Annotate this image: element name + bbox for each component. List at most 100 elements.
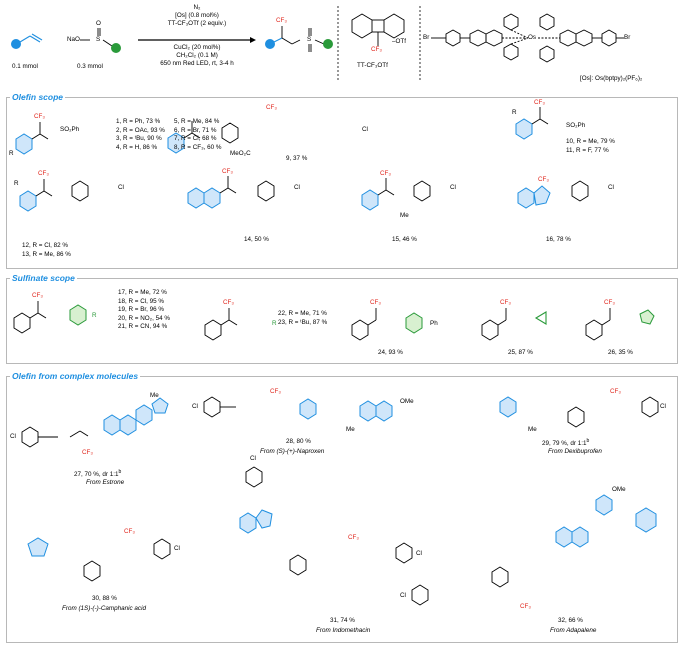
cl-16: Cl	[608, 184, 614, 191]
cl-31: Cl	[250, 455, 256, 462]
cf3-26: CF₃	[604, 299, 615, 306]
cf3-30: CF₃	[124, 528, 135, 535]
r-1: R	[9, 150, 14, 157]
sulfinate-reactant	[80, 28, 121, 53]
conditions-top: N₂ [Os] (0.8 mol%) TT-CF₃OTf (2 equiv.)	[167, 4, 227, 27]
sulfinate-structures	[13, 301, 655, 341]
reagent-label: TT-CF₃OTf	[357, 62, 388, 69]
sulfinate-s: S	[96, 36, 101, 43]
me-28: Me	[346, 426, 355, 433]
cf3-25: CF₃	[500, 299, 511, 306]
cl-30: Cl	[174, 545, 180, 552]
source-32: From Adapalene	[550, 627, 597, 634]
so2ph-1: SO₂Ph	[60, 126, 80, 133]
cf3-16: CF₃	[538, 176, 549, 183]
sulfinate-na: NaO	[67, 36, 80, 43]
cl-15: Cl	[450, 184, 456, 191]
r-17: R	[92, 312, 97, 319]
os-catalyst	[431, 13, 624, 63]
compound-28: 28, 80 %	[286, 438, 311, 445]
cf3-28: CF₃	[270, 388, 281, 395]
olefin-scope-title: Olefin scope	[10, 92, 66, 102]
cf3-31: CF₃	[348, 534, 359, 541]
cl-9: Cl	[362, 126, 368, 133]
complex-scope-panel	[6, 376, 678, 643]
cl-27: Cl	[10, 433, 16, 440]
compound-list-12-13: 12, R = Cl, 82 %13, R = Me, 86 %	[22, 242, 71, 258]
compound-list-17-21: 17, R = Me, 72 %18, R = Cl, 95 %19, R = …	[118, 289, 170, 331]
r-10: R	[512, 109, 517, 116]
catalyst-label: [Os]: Os(bptpy)₂(PF₆)₂	[580, 75, 643, 82]
olefin-amount: 0.1 mmol	[12, 63, 38, 70]
compound-32: 32, 66 %	[558, 617, 583, 624]
product-structure	[265, 26, 333, 52]
product-s: S	[307, 36, 312, 43]
complex-scope-title: Olefin from complex molecules	[10, 371, 141, 381]
compound-list-22-23: 22, R = Me, 71 %23, R = ᵗBu, 87 %	[278, 310, 328, 326]
cf3-10: CF₃	[534, 99, 545, 106]
cf3-32: CF₃	[520, 603, 531, 610]
ome-32: OMe	[612, 486, 626, 493]
cf3-9: CF₃	[266, 104, 277, 111]
product-cf3: CF₃	[276, 17, 287, 24]
tt-cf3-reagent	[351, 13, 405, 46]
cf3-27: CF₃	[82, 449, 93, 456]
cf3-1: CF₃	[34, 113, 45, 120]
ester-9: MeO₂C	[230, 150, 251, 157]
sulfinate-o: O	[96, 20, 101, 27]
compound-24: 24, 93 %	[378, 349, 403, 356]
compound-14: 14, 50 %	[244, 236, 269, 243]
cf3-14: CF₃	[222, 168, 233, 175]
compound-15: 15, 46 %	[392, 236, 417, 243]
compound-list-5-8: 5, R = Me, 84 %6, R = Br, 71 %7, R = Cl,…	[174, 118, 222, 151]
compound-9: 9, 37 %	[286, 155, 308, 162]
sulfinate-amount: 0.3 mmol	[77, 63, 103, 70]
source-31: From Indomethacin	[316, 627, 371, 634]
catalyst-os: Os	[528, 34, 537, 41]
cl-12: Cl	[118, 184, 124, 191]
cf3-15: CF₃	[380, 170, 391, 177]
ph-24: Ph	[430, 320, 438, 327]
compound-list-1-4: 1, R = Ph, 73 %2, R = OAc, 93 %3, R = ᵗB…	[116, 118, 165, 151]
cl-32: Cl	[400, 592, 406, 599]
r-12: R	[14, 180, 19, 187]
cl-31b: Cl	[416, 550, 422, 557]
reagent-otf: –OTf	[392, 38, 406, 45]
cl-29: Cl	[660, 403, 666, 410]
compound-27: 27, 70 %, dr 1:1b	[74, 469, 122, 479]
conditions-bottom: CuCl₂ (20 mol%) CH₂Cl₂ (0.1 M) 650 nm Re…	[160, 44, 234, 67]
reagent-cf3: CF₃	[371, 46, 382, 53]
cf3-22: CF₃	[223, 299, 234, 306]
cl-14: Cl	[294, 184, 300, 191]
compound-26: 26, 35 %	[608, 349, 633, 356]
catalyst-br-left: Br	[423, 34, 430, 41]
source-29: From Dexibuprofen	[548, 448, 602, 455]
so2ph-10: SO₂Ph	[566, 122, 586, 129]
cf3-17: CF₃	[32, 292, 43, 299]
compound-29: 29, 79 %, dr 1:1b	[542, 438, 590, 448]
cf3-24: CF₃	[370, 299, 381, 306]
compound-list-10-11: 10, R = Me, 79 %11, R = F, 77 %	[566, 138, 615, 154]
compound-25: 25, 87 %	[508, 349, 533, 356]
cf3-12: CF₃	[38, 170, 49, 177]
ome-28: OMe	[400, 398, 414, 405]
me-15: Me	[400, 212, 409, 219]
reaction-scheme	[11, 6, 624, 82]
sulfinate-scope-panel	[6, 278, 678, 364]
olefin-structures	[15, 107, 589, 212]
compound-30: 30, 88 %	[92, 595, 117, 602]
cl-28: Cl	[192, 403, 198, 410]
olefin-scope-panel	[6, 97, 678, 269]
source-27: From Estrone	[86, 479, 125, 486]
olefin-reactant	[11, 33, 43, 49]
me-27: Me	[150, 392, 159, 399]
sulfinate-scope-title: Sulfinate scope	[10, 273, 77, 283]
catalyst-br-right: Br	[624, 34, 631, 41]
source-30: From (1S)-(-)-Camphanic acid	[62, 605, 146, 612]
me-29: Me	[528, 426, 537, 433]
source-28: From (S)-(+)-Naproxen	[260, 448, 325, 455]
cf3-29: CF₃	[610, 388, 621, 395]
r-22: R	[272, 320, 277, 327]
compound-31: 31, 74 %	[330, 617, 355, 624]
